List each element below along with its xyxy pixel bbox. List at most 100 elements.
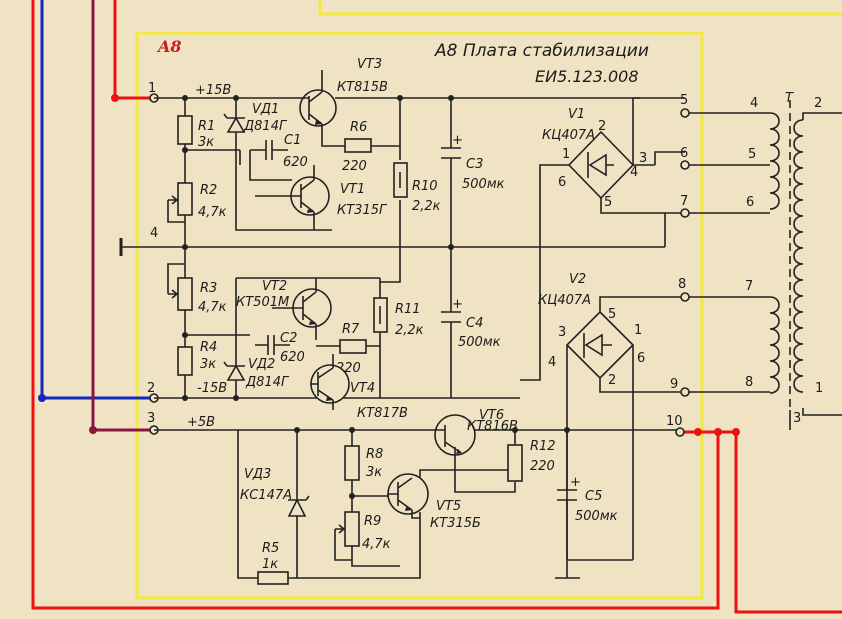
adjacent-board-outline	[318, 0, 842, 16]
wire-red-outer-loop	[31, 0, 720, 610]
terminal-5	[680, 108, 690, 118]
zener-VD1-bar	[223, 113, 245, 119]
zener-VD3-bar	[288, 495, 310, 501]
terminal-6	[680, 160, 690, 170]
wire-red-terminal-10	[680, 430, 842, 614]
V2-pin-3: 3	[558, 325, 566, 340]
zener-VD1	[226, 116, 246, 133]
resistor-R5	[257, 571, 289, 585]
wire-maroon-end-dot	[89, 426, 97, 434]
C3-ref: C3	[466, 157, 483, 172]
board-outline	[135, 31, 704, 600]
transformer-pin-3: 3	[793, 411, 801, 426]
V1-pin-1: 1	[562, 147, 570, 162]
VD1-part: Д814Г	[243, 119, 288, 134]
VT3-part: КТ815В	[337, 80, 388, 95]
R9-wiper	[334, 524, 400, 567]
terminal-1-label: +15В	[195, 83, 231, 98]
C3-value: 500мк	[462, 177, 505, 192]
transformer-pin-8: 8	[745, 375, 753, 390]
V1-pin-6: 6	[558, 175, 566, 190]
resistor-R7	[339, 339, 367, 354]
VT6-part: КТ816В	[467, 419, 518, 434]
VT4-arrow	[326, 397, 333, 401]
R6-ref: R6	[350, 120, 367, 135]
R7-ref: R7	[342, 322, 360, 337]
R2-wiper	[167, 195, 185, 223]
VT2-arrow	[309, 321, 316, 325]
R8-ref: R8	[366, 447, 383, 462]
VT3-ref: VT3	[357, 57, 382, 72]
terminal-5-num: 5	[680, 93, 688, 108]
VT5-arrow	[405, 507, 412, 511]
vt6-wires	[419, 460, 515, 482]
node	[182, 244, 188, 250]
transformer-winding-primary-top	[769, 112, 780, 210]
V2-pin-5: 5	[608, 307, 616, 322]
V2-pin-2: 2	[608, 373, 616, 388]
node	[397, 95, 403, 101]
capacitor-C5	[557, 489, 577, 501]
VT3-body	[300, 70, 323, 140]
transformer-pin-1: 1	[815, 381, 823, 396]
V2-ref: V2	[569, 272, 586, 287]
vd1-wire	[235, 98, 332, 231]
R4-value: 3к	[200, 357, 216, 372]
wire-maroon-terminal-3	[91, 0, 154, 432]
C2-ref: C2	[280, 331, 297, 346]
R12-ref: R12	[530, 439, 556, 454]
resistor-R9	[344, 511, 360, 547]
VT1-part: КТ315Г	[337, 203, 388, 218]
R1-value: 3к	[198, 135, 214, 150]
v1-wires	[520, 97, 685, 381]
vt3-collector	[321, 140, 345, 147]
node	[349, 427, 355, 433]
VT1-body	[292, 165, 315, 230]
r10-wire	[380, 98, 401, 283]
terminal-9-num: 9	[670, 377, 678, 392]
C1-value: 620	[283, 155, 308, 170]
R3-value: 4,7к	[198, 300, 227, 315]
R5-ref: R5	[262, 541, 279, 556]
terminal-7	[680, 208, 690, 218]
board-title: А8 Плата стабилизации	[434, 41, 649, 61]
C1-ref: C1	[284, 133, 301, 148]
C4-ref: C4	[466, 316, 483, 331]
VT5-body	[388, 477, 420, 519]
zener-VD2	[226, 364, 246, 381]
V2-pin-6: 6	[637, 351, 645, 366]
terminal-1-num: 1	[148, 81, 156, 96]
terminal-8-num: 8	[678, 277, 686, 292]
R3-ref: R3	[200, 281, 217, 296]
terminal-8	[680, 292, 690, 302]
terminal-2-label: -15В	[197, 381, 227, 396]
C2-value: 620	[280, 350, 305, 365]
R2-ref: R2	[200, 183, 217, 198]
transformer-sec-leads	[789, 112, 842, 430]
wires-to-transformer-top	[689, 112, 770, 214]
node	[233, 95, 239, 101]
VT4-body	[310, 354, 334, 410]
board-tag: A8	[156, 37, 182, 56]
node	[182, 395, 188, 401]
R11-ref: R11	[395, 302, 421, 317]
VT6-body	[435, 425, 461, 460]
V1-pin-3: 3	[639, 151, 647, 166]
VT1-ref: VT1	[340, 182, 365, 197]
V1-pin-2: 2	[598, 119, 606, 134]
transformer-pin-7: 7	[745, 279, 753, 294]
node	[512, 427, 518, 433]
terminal-2-num: 2	[147, 381, 155, 396]
terminal-4-num: 4	[150, 226, 158, 241]
C4-value: 500мк	[458, 335, 501, 350]
VT1-arrow	[307, 209, 314, 213]
transformer-pin-6: 6	[746, 195, 754, 210]
R4-ref: R4	[200, 340, 217, 355]
C3-plus: +	[452, 133, 463, 148]
VT3-arrow	[315, 120, 322, 125]
terminal-10	[675, 427, 685, 437]
zener-VD3	[287, 498, 307, 517]
VT2-part: КТ501М	[236, 295, 289, 310]
wire-red-dot-b	[714, 428, 722, 436]
